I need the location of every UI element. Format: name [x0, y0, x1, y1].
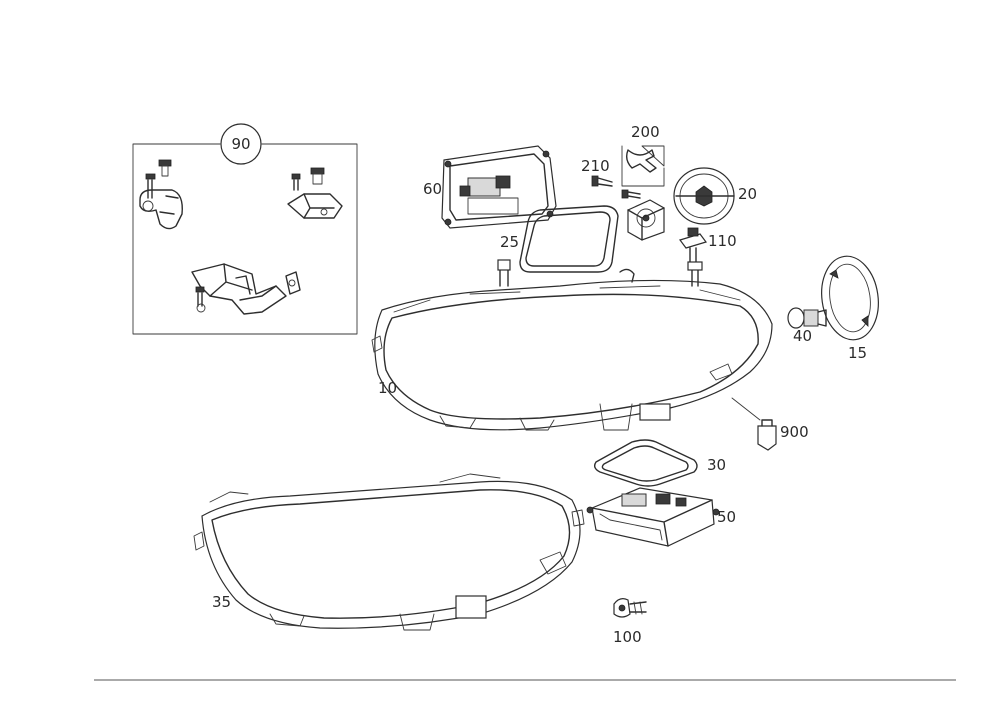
label-900: 900: [780, 423, 809, 441]
part-210-screw: [591, 175, 641, 199]
label-40: 40: [793, 327, 812, 345]
part-40-bulb: [787, 307, 827, 329]
label-10: 10: [378, 379, 397, 397]
part-200-leveling-motor: [621, 145, 665, 241]
part-50-control-unit: [586, 487, 720, 547]
bracket-small-left: [139, 159, 183, 230]
part-20-cap: [673, 167, 735, 225]
label-30: 30: [707, 456, 726, 474]
bracket-small-right: [287, 167, 343, 219]
label-60: 60: [423, 180, 442, 198]
label-200: 200: [631, 123, 660, 141]
part-100-screw: [613, 598, 647, 618]
part-900-connector: [731, 397, 777, 451]
bracket-large: [191, 263, 301, 315]
label-25: 25: [500, 233, 519, 251]
part-35-headlamp-lens: [193, 473, 585, 631]
part-10-headlamp-housing: [371, 259, 773, 431]
part-30-gasket: [593, 439, 698, 487]
part-110-screw: [679, 227, 707, 263]
label-210: 210: [581, 157, 610, 175]
label-100: 100: [613, 628, 642, 646]
part-25-gasket: [519, 205, 619, 273]
part-60-control-unit: [441, 145, 557, 229]
label-35: 35: [212, 593, 231, 611]
label-110: 110: [708, 232, 737, 250]
label-15: 15: [848, 344, 867, 362]
label-90: 90: [231, 135, 250, 153]
part-15-ring: [821, 255, 879, 341]
part-90-inset: [132, 123, 358, 335]
label-50: 50: [717, 508, 736, 526]
label-20: 20: [738, 185, 757, 203]
